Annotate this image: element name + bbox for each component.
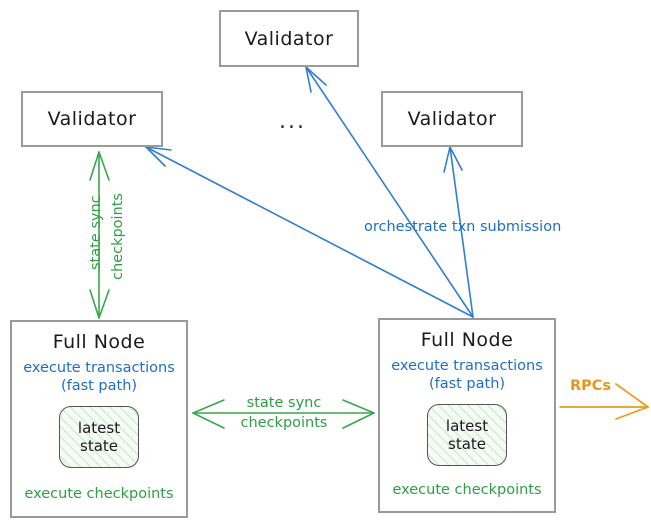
validator-left-box[interactable]: Validator	[21, 91, 163, 147]
validator-right-label: Validator	[407, 108, 497, 130]
full-node-left-state-line2: state	[80, 437, 118, 455]
arrowhead-validator-top-b	[305, 66, 327, 86]
arrowhead-horizontal-right-a	[342, 399, 375, 414]
arrowhead-rpcs-b	[615, 406, 649, 420]
green-horizontal-edge-group	[192, 399, 375, 429]
edge-fullnode-to-validator-top	[305, 66, 474, 318]
full-node-left-title: Full Node	[52, 331, 146, 353]
edge-label-orchestrate: orchestrate txn submission	[364, 219, 562, 235]
blue-edges-group	[145, 66, 474, 318]
arrowhead-vertical-up-a	[89, 151, 100, 181]
arrowhead-horizontal-right-b	[342, 412, 375, 429]
validator-ellipsis: ...	[279, 109, 306, 134]
full-node-right-title: Full Node	[420, 329, 514, 351]
arrowhead-validator-left-b	[145, 146, 166, 167]
orange-rpc-edge-group	[559, 383, 649, 420]
arrowhead-horizontal-left-a	[192, 399, 225, 414]
arrowhead-horizontal-left-b	[192, 412, 225, 429]
edge-label-state-sync-horizontal-line2: checkpoints	[240, 415, 328, 431]
arrowhead-validator-right-a	[443, 146, 451, 173]
full-node-left-latest-state: latest state	[59, 406, 139, 468]
arrowhead-rpcs-a	[615, 383, 649, 408]
full-node-left-blue-line2: (fast path)	[60, 378, 138, 394]
full-node-left-blue-line1: execute transactions	[23, 360, 175, 376]
arrowhead-vertical-down-a	[89, 289, 100, 319]
edge-label-state-sync-horizontal-line1: state sync	[246, 395, 322, 411]
full-node-right-state-line1: latest	[445, 417, 489, 435]
edge-label-state-sync-vertical-line1: state sync	[88, 195, 104, 270]
arrowhead-vertical-up-b	[98, 151, 110, 181]
full-node-left-box[interactable]: Full Node execute transactions (fast pat…	[10, 320, 188, 518]
green-vertical-edge-group	[89, 151, 110, 319]
arrowhead-validator-left-a	[145, 146, 172, 151]
full-node-left-state-line1: latest	[77, 419, 121, 437]
edge-fullnode-to-validator-right	[449, 146, 474, 318]
arrowhead-validator-top-a	[305, 66, 312, 93]
full-node-right-state-line2: state	[448, 435, 486, 453]
edge-fullnode-to-validator-left	[145, 146, 474, 318]
edge-label-state-sync-vertical-line2: checkpoints	[110, 193, 126, 280]
validator-top-label: Validator	[244, 27, 334, 50]
full-node-right-box[interactable]: Full Node execute transactions (fast pat…	[378, 318, 556, 513]
arrowhead-vertical-down-b	[98, 289, 110, 319]
full-node-right-green-label: execute checkpoints	[392, 482, 542, 498]
full-node-right-blue-line2: (fast path)	[428, 376, 506, 392]
full-node-right-blue-line1: execute transactions	[391, 358, 543, 374]
validator-left-label: Validator	[47, 108, 137, 130]
edge-label-rpcs: RPCs	[570, 378, 612, 394]
full-node-right-latest-state: latest state	[427, 404, 507, 466]
arrowhead-validator-right-b	[449, 146, 463, 171]
full-node-left-green-label: execute checkpoints	[24, 486, 174, 502]
validator-right-box[interactable]: Validator	[381, 91, 523, 147]
validator-top-box[interactable]: Validator	[219, 10, 359, 67]
